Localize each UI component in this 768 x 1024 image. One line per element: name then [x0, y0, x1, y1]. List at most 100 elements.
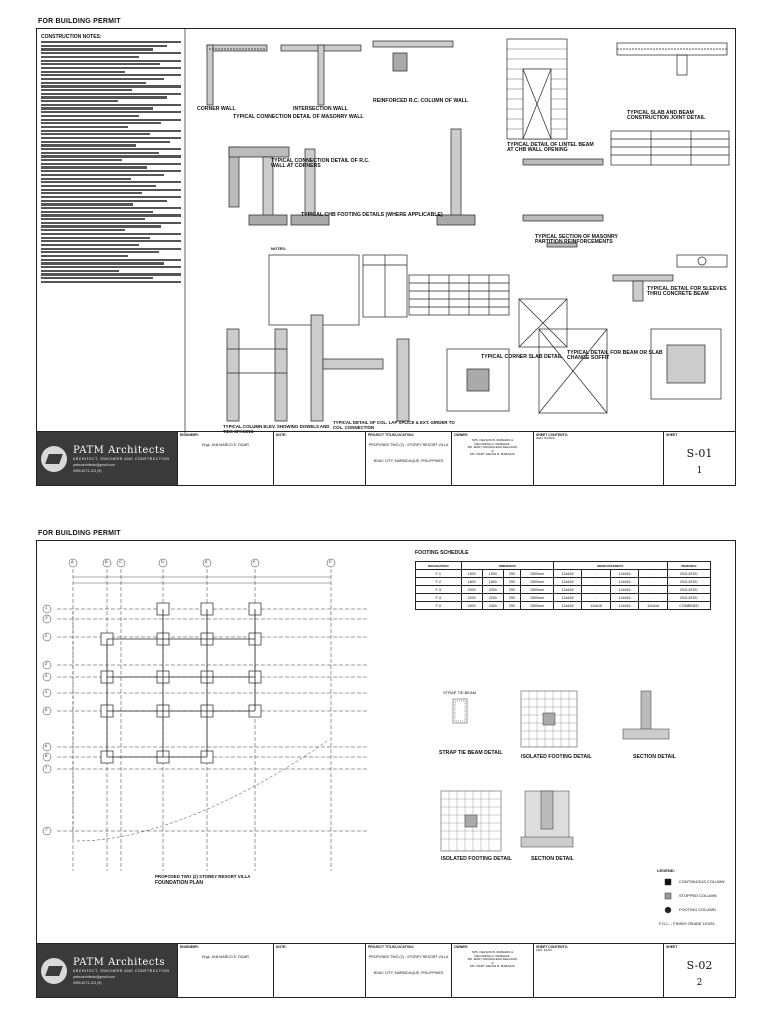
plan-subtitle: FOUNDATION PLAN — [155, 880, 203, 886]
owner-line: MS. MARY GRACE B. MABAZZA — [470, 452, 515, 457]
project-location: BOAC CITY, MARINDUQUE, PHILIPPINES — [373, 459, 444, 463]
table-cell: 12x#16 — [609, 569, 640, 578]
patm-logo-icon — [41, 957, 67, 984]
sheet-number: S-02 — [686, 959, 713, 972]
table-cell: - — [638, 569, 668, 578]
legend-item: FOOTING COLUMN — [679, 907, 716, 912]
owner-line: MS. MARY GRACE B. MABAZZA — [470, 964, 515, 969]
detail-rc-column: REINFORCED R.C. COLUMN OF WALL — [373, 98, 469, 104]
table-cell: 2000 — [481, 585, 504, 594]
table-cell: 12x#16 — [552, 577, 583, 586]
notes-label: NOTE: — [276, 433, 287, 437]
sheet-number-cell: SHEET S-01 1 — [663, 432, 735, 485]
footing-schedule-title: FOOTING SCHEDULE — [415, 550, 469, 556]
owner-line: & — [491, 960, 494, 965]
table-cell: ISOLATED — [666, 593, 712, 602]
owner-line: DELORESA O. MABAZZA, — [474, 441, 511, 446]
sheet-contents-label: SHEET CONTENTS: — [536, 433, 569, 437]
engineer-label: ENGINEER: — [180, 433, 199, 437]
plan-title: PROPOSED TWO (2) STOREY RESORT VILLA — [155, 874, 251, 879]
construction-notes: CONSTRUCTION NOTES: — [41, 34, 181, 284]
grid-label: C — [119, 559, 122, 564]
engineer-name: Engr. JAN MARCO E. DIZAR — [202, 443, 249, 447]
grid-label: A — [71, 559, 74, 564]
grid-label: 2 — [45, 633, 48, 638]
project-title: PROPOSED TWO (2) - STOREY RESORT VILLA — [368, 443, 449, 447]
sheet-label: SHEET — [666, 433, 678, 437]
table-cell: - — [581, 569, 611, 578]
detail-column-lap-splice: TYPICAL DETAIL OF COL. LAP SPLICE & EXT.… — [333, 420, 455, 430]
section-detail-title-b: SECTION DETAIL — [633, 754, 676, 760]
sheet-number: S-01 — [686, 447, 713, 460]
table-cell: 2400 — [481, 601, 504, 610]
strap-beam-detail-title: STRAP TIE BEAM DETAIL — [439, 750, 503, 756]
col-header: REMARKS — [666, 561, 712, 570]
notes-title: CONSTRUCTION NOTES: — [41, 34, 102, 40]
title-block-s02: PATM Architects ARCHITECT, ENGINEER AND … — [37, 943, 735, 997]
drawing-sheet-s01: CONSTRUCTION NOTES: CORNER WALL INTERSEC… — [36, 28, 736, 486]
table-cell: F-3 — [415, 585, 462, 594]
table-cell: 12x#16 — [609, 585, 640, 594]
table-cell: 250 — [502, 601, 522, 610]
grid-label: 6 — [45, 743, 48, 748]
grid-label: 6' — [45, 753, 48, 758]
table-cell: F-5 — [415, 601, 462, 610]
table-cell: 250 — [502, 569, 522, 578]
project-label: PROJECT TITLE/LOCATION: — [368, 433, 414, 437]
firm-email: patm.architects@gmail.com — [73, 974, 115, 979]
grid-label: F — [329, 559, 332, 564]
detail-chb-footing: TYPICAL CHB FOOTING DETAILS (WHERE APPLI… — [301, 212, 443, 218]
detail-slab-beam-joint: TYPICAL SLAB AND BEAM CONSTRUCTION JOINT… — [627, 110, 706, 121]
table-cell: 12x#16 — [552, 569, 583, 578]
foundation-plan-drawing — [42, 558, 672, 914]
table-cell: 1800 — [460, 577, 483, 586]
table-cell: ISOLATED — [666, 577, 712, 586]
table-cell: 12x#16 — [638, 601, 668, 610]
table-cell: 2000 — [460, 585, 483, 594]
sheet-contents-cell: SHEET CONTENTS: FDN. PLAN — [533, 944, 663, 997]
table-cell: - — [638, 593, 668, 602]
engineer-cell: ENGINEER: Engr. JAN MARCO E. DIZAR — [177, 432, 273, 485]
detail-masonry-connection: TYPICAL CONNECTION DETAIL OF MASONRY WAL… — [233, 114, 364, 120]
owner-line: DELORESA O. MABAZZA, — [474, 953, 511, 958]
notes-cell: NOTE: — [273, 944, 365, 997]
sheet-label: SHEET — [666, 945, 678, 949]
owner-line: SPS. NELSON B. MABAZZA & — [471, 950, 514, 954]
legend-item: STOPPED COLUMN — [679, 893, 717, 898]
firm-name: PATM Architects — [73, 444, 166, 456]
isolated-footing-title-a: ISOLATED FOOTING DETAIL — [521, 754, 592, 760]
strap-beam-label: STRAP TIE BEAM — [443, 690, 476, 695]
owner-cell: OWNER: SPS. NELSON B. MABAZZA & DELORESA… — [451, 944, 533, 997]
firm-email: patm.architects@gmail.com — [73, 462, 115, 467]
firm-phone: 0999-6274-123 (S) — [73, 980, 102, 985]
table-cell: COMBINED — [666, 601, 712, 610]
table-cell: F-4 — [415, 593, 462, 602]
grid-label: 1' — [45, 615, 48, 620]
grid-label: E — [205, 559, 208, 564]
table-cell: 1500 — [481, 569, 504, 578]
grid-label: 4 — [45, 689, 48, 694]
owner-line: & — [491, 448, 494, 453]
sheet-contents-label: SHEET CONTENTS: — [536, 945, 569, 949]
table-cell: 1500mm — [520, 601, 554, 610]
sheet-contents: GEN. NOTES — [536, 436, 555, 440]
isolated-footing-title-c: ISOLATED FOOTING DETAIL — [441, 856, 512, 862]
table-cell: - — [638, 585, 668, 594]
grid-label: D — [161, 559, 164, 564]
grid-label: 1 — [45, 605, 48, 610]
owner-label: OWNER: — [454, 945, 469, 949]
sheet-number-cell: SHEET S-02 2 — [663, 944, 735, 997]
sheet-count: 1 — [696, 466, 703, 476]
legend-title: LEGEND: — [657, 868, 675, 873]
detail-rc-wall-corner: TYPICAL CONNECTION DETAIL OF R.C. WALL A… — [271, 158, 370, 169]
detail-lintel-beam: TYPICAL DETAIL OF LINTEL BEAM AT CHB WAL… — [507, 142, 594, 153]
page-2-label: FOR BUILDING PERMIT — [38, 530, 121, 537]
table-cell: 2200 — [460, 593, 483, 602]
table-cell: F-2 — [415, 577, 462, 586]
owner-cell: OWNER: SPS. NELSON B. MABAZZA & DELORESA… — [451, 432, 533, 485]
engineer-name: Engr. JAN MARCO E. DIZAR — [202, 955, 249, 959]
table-cell: 12x#16 — [552, 601, 583, 610]
